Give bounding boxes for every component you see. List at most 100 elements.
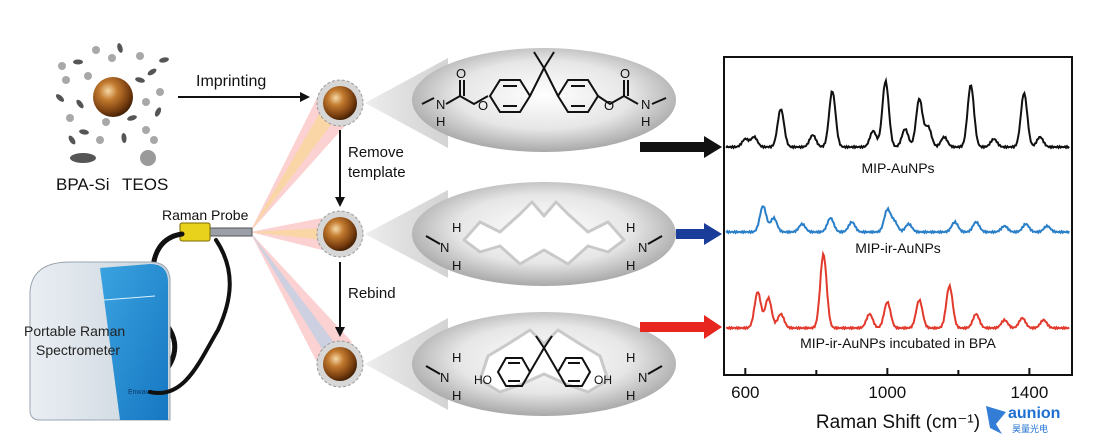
spectrum-mip-aunps [725,76,1070,150]
chem-h-right: H [641,114,650,129]
chem-o-ether-right: O [604,98,614,113]
bpa-molecule [425,335,663,387]
aunion-brand: aunion [1008,405,1060,422]
chem-n-right: N [638,240,647,255]
probe-connector [179,222,211,242]
teos-dot [96,136,104,144]
bpa-si-dot [159,57,169,63]
remove-template-label-line1: Remove [348,144,404,161]
teos-dot [150,136,158,144]
chem-h-left-bottom: H [452,388,461,403]
bpa-si-dot [76,99,84,109]
silica-precursor-scatter [55,43,169,145]
chem-h-right-top: H [626,220,635,235]
signal-arrows [640,136,722,339]
bpa-si-dot [121,133,127,143]
bpa-si-dot [127,115,137,121]
spectrum-mip-ir-aunps [725,205,1071,235]
chem-h-left: H [436,114,445,129]
bpa-si-dot [68,135,76,145]
aunion-logo-icon [986,406,1006,434]
series-label-mip-ir-aunps: MIP-ir-AuNPs [855,240,941,256]
raman-probe: Raman Probe [162,207,253,242]
teos-dot [84,72,92,80]
teos-symbol [140,150,156,166]
imprinting-mixture [55,43,169,145]
bpa-si-dot [135,77,145,83]
chem-h-right-top: H [626,350,635,365]
chem-n-left: N [436,97,445,112]
chem-oh-right: OH [594,373,612,387]
beam-mid-core [250,228,324,240]
teos-label: TEOS [122,175,168,194]
chem-n-right: N [638,370,647,385]
ellipse-background [412,48,676,152]
filled-cavity [478,328,610,394]
zoom-ellipse-imprinted: N H O O O O N H [412,48,676,152]
gold-core [323,347,357,381]
mip-particle-2 [316,210,364,258]
probe-tip [207,227,253,237]
bpa-si-dot [55,94,65,102]
gold-core [323,86,357,120]
bpa-si-dot [117,43,123,53]
raman-probe-label: Raman Probe [162,207,249,223]
spectrometer-label-line2: Spectrometer [36,342,120,358]
zoom-ellipse-cavity: N H H N H H [412,182,676,286]
bpa-si-label: BPA-Si [56,175,110,194]
bpa-si-structure [421,51,667,113]
series-label-incubated-bpa: MIP-ir-AuNPs incubated in BPA [800,335,996,351]
aunion-watermark: aunion 昊量光电 [986,405,1060,434]
series-label-mip-aunps: MIP-AuNPs [861,160,934,176]
chem-n-left: N [440,240,449,255]
x-axis-label: Raman Shift (cm⁻¹) [816,412,980,433]
aunion-brand-sub: 昊量光电 [1012,423,1048,434]
bpa-si-dot [73,59,83,65]
portable-spectrometer: Portable Raman Spectrometer Enwave [24,261,171,421]
signal-arrow-red [640,315,722,339]
teos-dot [66,114,74,122]
chem-ho-left: HO [474,373,492,387]
beam-top-core [250,96,342,232]
imprinting-label: Imprinting [196,73,266,90]
laser-beams [250,88,352,372]
spectrometer-highlight [103,295,156,301]
teos-dot [92,46,100,54]
beam-top [250,88,352,232]
chem-n-right: N [641,97,650,112]
bpa-si-dot [79,129,89,135]
chem-o-carbonyl-left: O [456,66,466,81]
mip-particle-3 [316,340,364,388]
teos-dot [62,76,70,84]
chem-h-left-top: H [452,350,461,365]
teos-dot [142,126,150,134]
x-tick-label: 600 [731,383,759,402]
teos-dot [136,52,144,60]
chem-h-left-bottom: H [452,258,461,273]
bpa-si-dot [147,68,157,76]
imprinted-cavity [462,200,626,266]
x-tick-label: 1000 [868,383,906,402]
signal-arrow-blue [676,223,722,245]
signal-arrow-black [640,136,722,158]
legend-teos: TEOS [122,150,168,194]
teos-dot [142,98,150,106]
teos-dot [58,62,66,70]
legend-bpa-si: BPA-Si [56,153,110,194]
beam-mid [250,218,322,250]
spectrometer-brand: Enwave [128,389,153,396]
amine-groups [425,235,663,245]
bpa-si-symbol [70,153,96,163]
chem-n-left: N [440,370,449,385]
spectrometer-label-line1: Portable Raman [24,323,125,339]
spectra-series [725,76,1071,331]
beam-bottom-core [250,232,340,362]
chem-h-right-bottom: H [626,258,635,273]
teos-dot [108,54,116,62]
mip-particle-1 [316,79,364,127]
rebind-label: Rebind [348,285,396,302]
teos-dot [156,88,164,96]
